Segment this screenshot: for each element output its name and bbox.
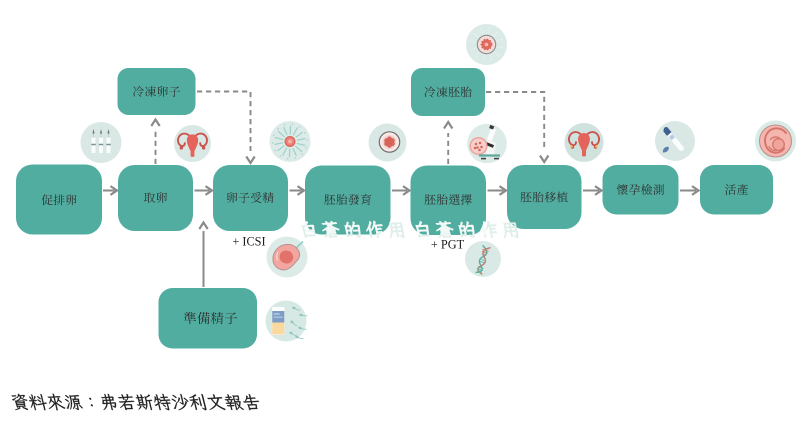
svg-text:+ ICSI: + ICSI (232, 235, 265, 249)
svg-text:+ PGT: + PGT (431, 238, 465, 252)
